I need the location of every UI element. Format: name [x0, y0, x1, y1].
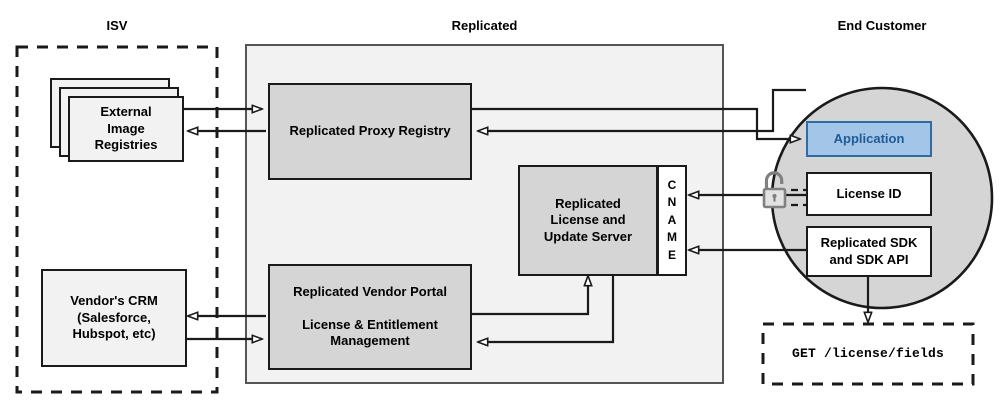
edge-vendorportal-to-licenseserver	[472, 276, 588, 316]
sdk-label-line-2: and SDK API	[829, 251, 909, 267]
registry-label-line-2: Image	[107, 120, 145, 136]
cname-letter-n: N	[667, 195, 677, 210]
crm-label-line-1: Vendor's CRM	[70, 293, 158, 309]
replicated-license-update-server[interactable]: Replicated License and Update Server	[518, 165, 658, 276]
registry-stack-front[interactable]: External Image Registries	[68, 96, 184, 162]
license-id-label: License ID	[836, 185, 902, 201]
sdk-label-line-1: Replicated SDK	[820, 234, 918, 250]
edge-licenseserver-to-vendorportal	[478, 276, 615, 342]
license-server-label-line-3: Update Server	[543, 228, 633, 244]
vendors-crm[interactable]: Vendor's CRM (Salesforce, Hubspot, etc)	[41, 269, 187, 367]
registry-label-line-1: External	[100, 104, 152, 120]
crm-label-line-2: (Salesforce,	[77, 309, 151, 325]
license-server-label-line-2: License and	[550, 212, 626, 228]
cname-letter-e: E	[667, 247, 676, 262]
crm-label-line-3: Hubspot, etc)	[72, 326, 156, 342]
cname-letter-m: M	[667, 230, 677, 245]
end-customer-zone-title: End Customer	[837, 18, 927, 33]
replicated-zone-title: Replicated	[451, 18, 518, 33]
api-request-boundary	[761, 322, 975, 386]
api-request-label: GET /license/fields	[791, 345, 945, 361]
vendor-portal-title: Replicated Vendor Portal	[293, 284, 447, 300]
external-image-registries[interactable]: External Image Registries	[50, 78, 190, 168]
cname-letter-c: C	[667, 178, 677, 193]
proxy-registry-label: Replicated Proxy Registry	[289, 123, 451, 139]
edge-proxy-to-application	[472, 107, 800, 139]
cname-letter-a: A	[667, 212, 677, 227]
replicated-proxy-registry[interactable]: Replicated Proxy Registry	[268, 83, 472, 180]
application[interactable]: Application	[806, 121, 932, 157]
registry-label-line-3: Registries	[94, 137, 158, 153]
cname-strip[interactable]: C N A M E	[657, 165, 687, 276]
license-id[interactable]: License ID	[806, 172, 932, 216]
vendor-portal-subtitle-line-2: Management	[330, 333, 410, 349]
edge-application-to-proxy	[478, 88, 806, 131]
api-request: GET /license/fields	[763, 324, 973, 384]
isv-zone-title: ISV	[106, 18, 128, 33]
replicated-vendor-portal[interactable]: Replicated Vendor Portal License & Entit…	[268, 264, 472, 370]
replicated-sdk[interactable]: Replicated SDK and SDK API	[806, 226, 932, 277]
unlock-icon	[762, 171, 787, 209]
application-label: Application	[833, 130, 905, 146]
license-server-label-line-1: Replicated	[555, 195, 621, 211]
vendor-portal-subtitle-line-1: License & Entitlement	[302, 316, 438, 332]
isv-zone-boundary	[15, 45, 219, 394]
